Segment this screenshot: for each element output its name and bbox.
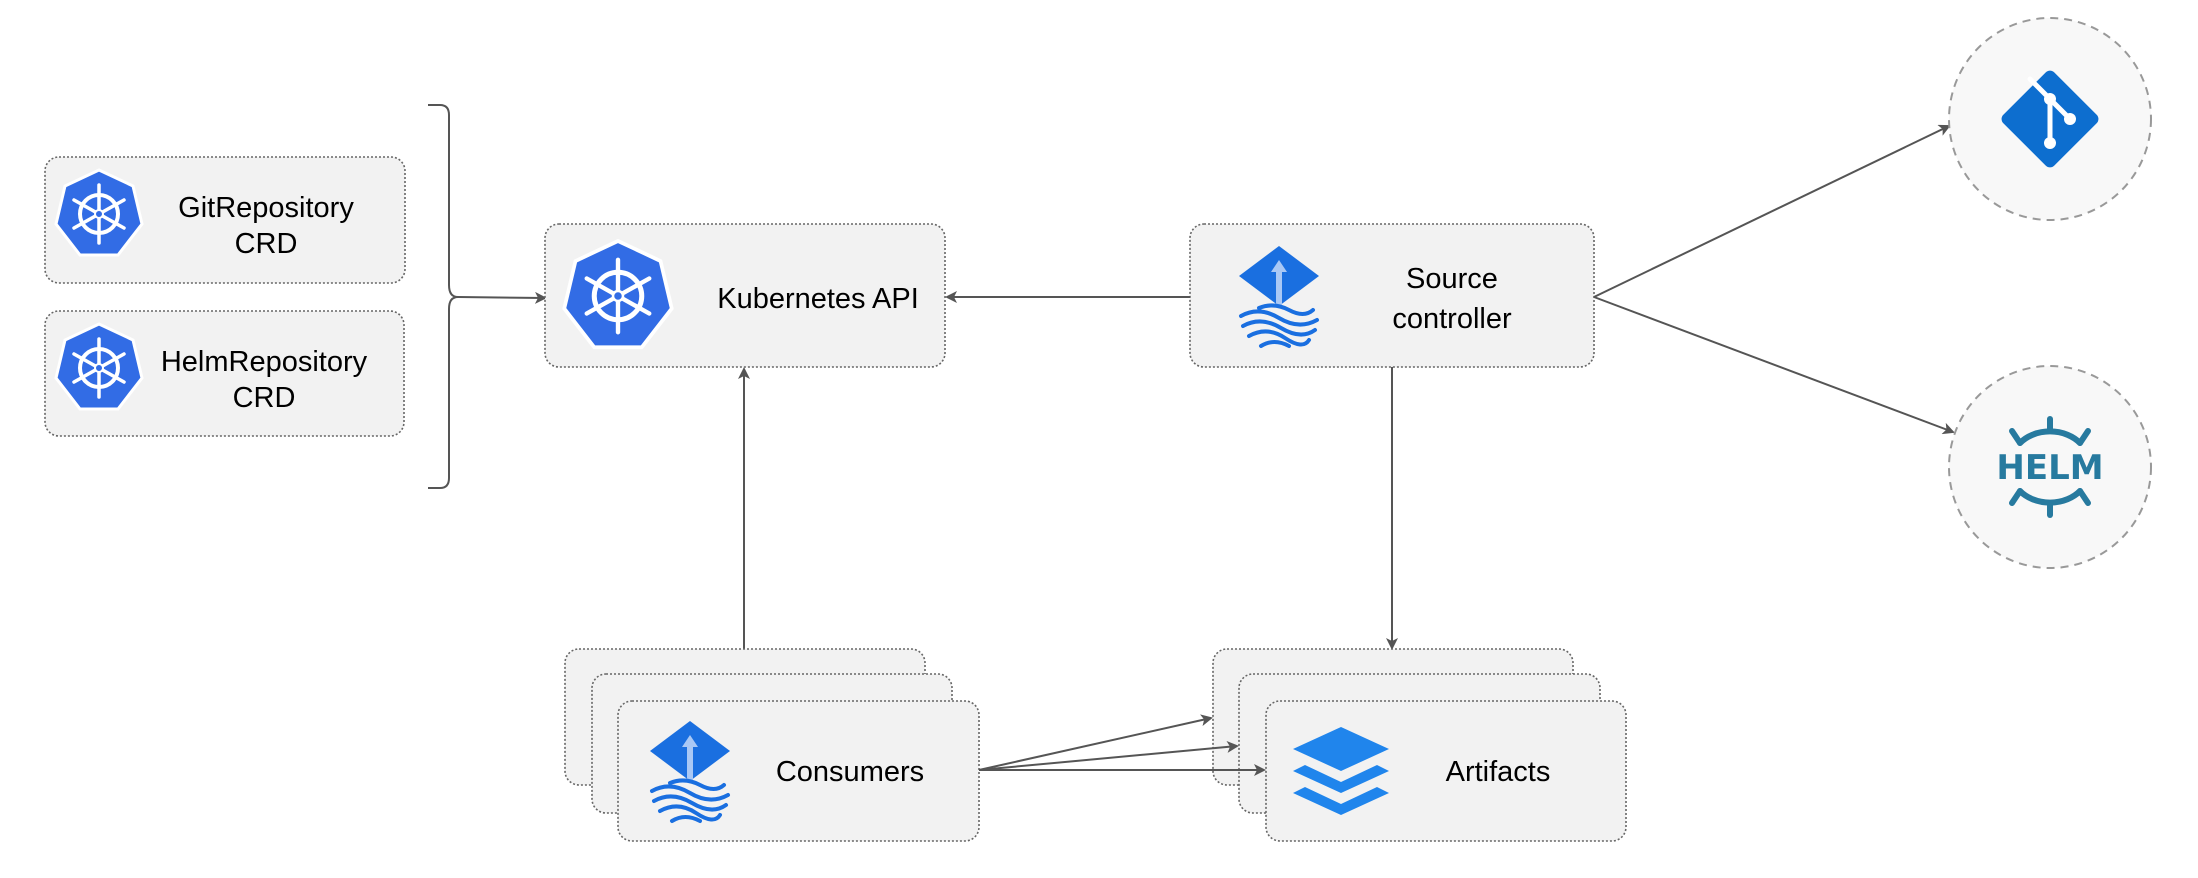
edge-source-controller-to-helm — [1593, 296, 1955, 435]
kubernetes-icon — [54, 322, 144, 411]
helm-crd-line1: HelmRepository — [161, 346, 368, 378]
git-icon — [2001, 70, 2099, 168]
artifacts-label: Artifacts — [1446, 756, 1551, 788]
helm-logo-text: HELM — [1996, 448, 2103, 488]
consumers-node: Consumers — [564, 648, 980, 842]
artifacts-node: Artifacts — [1212, 648, 1627, 842]
helm-crd-line2: CRD — [233, 382, 296, 414]
edge-consumers-to-artifact-2 — [978, 740, 1239, 771]
git-repository-crd-node: GitRepository CRD — [44, 156, 406, 284]
kubernetes-icon — [564, 241, 672, 347]
kubernetes-icon — [54, 168, 144, 257]
edge-consumers-to-artifact-1 — [978, 714, 1213, 771]
git-node — [1948, 17, 2152, 221]
helm-node: HELM — [1948, 365, 2152, 569]
edge-source-controller-to-git — [1593, 124, 1951, 298]
source-controller-line2: controller — [1392, 303, 1512, 335]
source-controller-node: Source controller — [1189, 223, 1595, 368]
grouping-brace — [428, 104, 459, 489]
edge-crds-to-api — [457, 291, 547, 304]
helm-repository-crd-node: HelmRepository CRD — [44, 310, 405, 437]
helm-icon: HELM — [1996, 416, 2104, 518]
source-controller-line1: Source — [1406, 263, 1498, 295]
git-crd-line1: GitRepository — [178, 192, 354, 224]
git-crd-line2: CRD — [235, 228, 298, 260]
consumers-label: Consumers — [776, 756, 924, 788]
kubernetes-api-node: Kubernetes API — [544, 223, 946, 368]
kubernetes-api-label: Kubernetes API — [717, 283, 919, 315]
